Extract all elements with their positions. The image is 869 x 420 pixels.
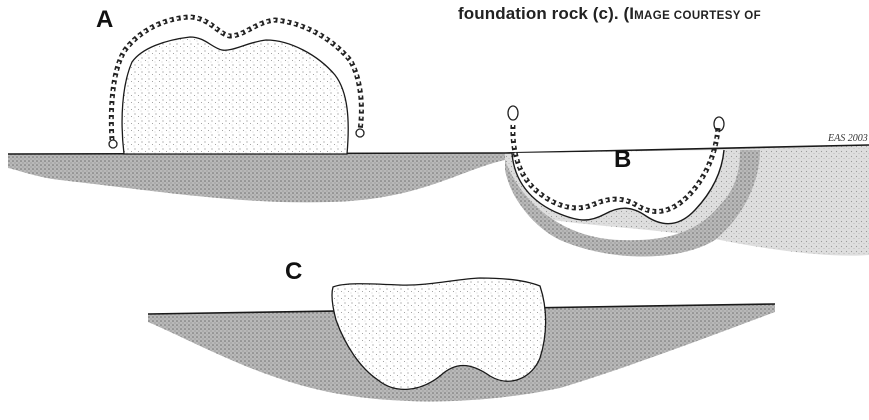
net-anchor-b-left xyxy=(508,106,518,120)
net-anchor-left xyxy=(109,140,117,148)
panel-c xyxy=(148,278,775,402)
caption-main-text: foundation rock (c). (I xyxy=(458,4,634,23)
rock-a xyxy=(122,37,348,154)
panel-a xyxy=(8,17,505,202)
net-anchor-right xyxy=(356,129,364,137)
artist-signature: EAS 2003 xyxy=(828,133,868,144)
figure-caption: foundation rock (c). (IMAGE COURTESY OF xyxy=(458,4,761,24)
panel-b xyxy=(505,106,869,257)
caption-smallcaps-text: MAGE COURTESY OF xyxy=(634,10,761,22)
panel-label-c: C xyxy=(285,260,302,284)
panel-label-b: B xyxy=(614,148,631,172)
panel-label-a: A xyxy=(96,8,113,32)
ground-a xyxy=(8,153,505,202)
